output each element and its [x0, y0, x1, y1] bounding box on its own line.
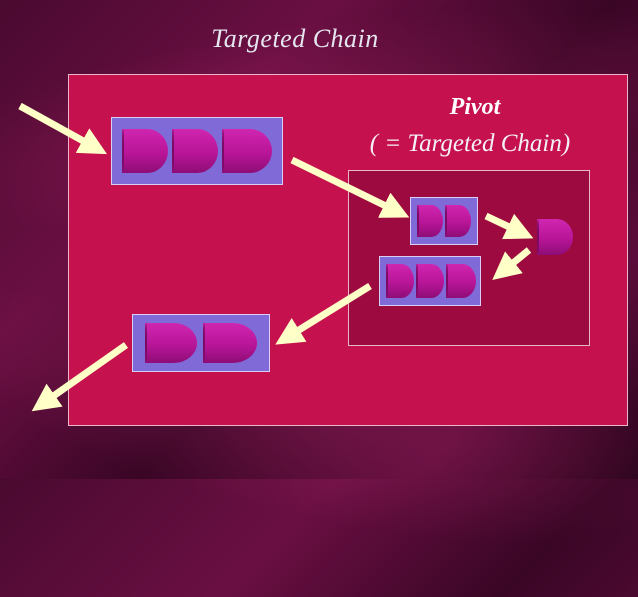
arrow-out-of-panel	[31, 342, 129, 412]
arrow-to-pivot	[290, 156, 410, 218]
arrow-into-input	[18, 102, 108, 155]
free-cylinder	[537, 219, 573, 255]
arrows-layer	[18, 102, 534, 412]
pivot-label: Pivot	[449, 94, 501, 120]
arrow-to-free-cylinder	[484, 212, 534, 240]
cylinder	[416, 264, 444, 298]
chain-input	[111, 117, 283, 185]
cylinder	[122, 129, 168, 173]
cylinder	[172, 129, 218, 173]
cylinder	[386, 264, 414, 298]
cylinder	[222, 129, 272, 173]
cylinder	[445, 205, 471, 237]
pivot-sublabel: ( = Targeted Chain)	[369, 130, 571, 157]
chain-pivot-top	[410, 197, 478, 245]
arrow-from-free-cylinder	[492, 247, 532, 280]
arrow-to-output	[275, 283, 372, 345]
slide-title: Targeted Chain	[211, 24, 379, 53]
cylinder	[145, 323, 197, 363]
cylinder	[203, 323, 257, 363]
cylinder	[446, 264, 476, 298]
chain-output	[132, 314, 270, 372]
cylinder	[417, 205, 443, 237]
chain-pivot-bottom	[379, 256, 481, 306]
